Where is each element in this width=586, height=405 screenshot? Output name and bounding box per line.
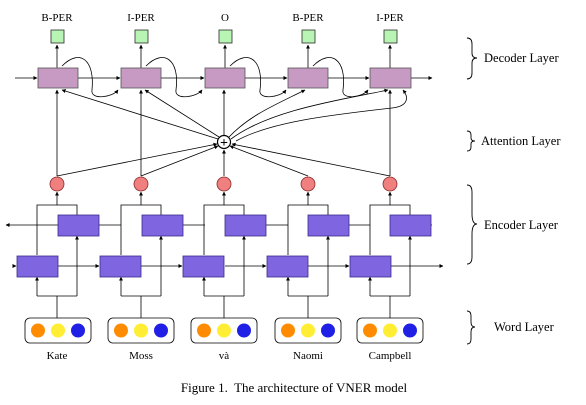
input-word: và <box>219 350 230 362</box>
attention-layer-label: Attention Layer <box>481 134 561 148</box>
encoder-brace <box>466 184 478 265</box>
decoder-cell <box>204 67 246 89</box>
encoder-backward-cell <box>141 214 184 237</box>
output-tag-label: B-PER <box>292 12 324 24</box>
encoder-output-node <box>49 176 65 192</box>
decoder-brace <box>466 37 478 80</box>
output-tag-label: O <box>221 12 229 24</box>
encoder-output-node <box>133 176 149 192</box>
output-tag-label: I-PER <box>376 12 404 24</box>
layer-braces <box>466 37 478 345</box>
output-tag-box <box>218 29 233 44</box>
word-embedding <box>190 317 258 344</box>
decoder-cells <box>37 67 412 89</box>
decoder-layer-label: Decoder Layer <box>484 51 559 65</box>
output-tag-box <box>134 29 149 44</box>
encoder-forward-cells <box>16 255 392 278</box>
encoder-output-node <box>300 176 316 192</box>
word-embedding <box>107 317 175 344</box>
input-word: Moss <box>129 350 153 362</box>
attention-brace <box>466 130 476 152</box>
encoder-backward-cell <box>224 214 267 237</box>
encoder-forward-cell <box>182 255 225 278</box>
decoder-output-arrows <box>55 44 392 68</box>
encoder-forward-cell <box>16 255 59 278</box>
word-layer-label: Word Layer <box>494 320 555 334</box>
input-word: Campbell <box>369 350 412 362</box>
encoder-output-node <box>216 176 232 192</box>
output-tag-box <box>50 29 65 44</box>
encoder-backward-cells <box>57 214 432 237</box>
encoder-forward-cell <box>266 255 309 278</box>
output-tag-label: B-PER <box>41 12 73 24</box>
output-tag-box <box>383 29 398 44</box>
word-embedding <box>274 317 342 344</box>
encoder-to-attention-lines <box>56 142 391 177</box>
encoder-to-decoder-lines <box>55 89 392 176</box>
encoder-output-nodes <box>49 176 398 192</box>
encoder-backward-cell <box>57 214 100 237</box>
decoder-cell <box>120 67 162 89</box>
output-tag-boxes <box>50 29 398 44</box>
word-embedding <box>356 317 424 344</box>
input-word: Kate <box>47 350 68 362</box>
attention-to-decoder-arrows <box>61 88 407 142</box>
word-brace <box>466 310 476 345</box>
output-tag-label: I-PER <box>127 12 155 24</box>
encoder-backward-cell <box>307 214 350 237</box>
output-tag-box <box>301 29 316 44</box>
encoder-layer-label: Encoder Layer <box>484 218 559 232</box>
attention-symbol: + <box>220 136 228 151</box>
input-word: Naomi <box>293 350 323 362</box>
encoder-forward-cell <box>99 255 142 278</box>
attention-node: + <box>216 134 232 151</box>
encoder-output-node <box>382 176 398 192</box>
decoder-cell <box>369 67 412 89</box>
word-embeddings <box>24 317 424 344</box>
figure-caption: Figure 1. The architecture of VNER model <box>181 380 408 395</box>
word-embedding <box>24 317 92 344</box>
encoder-backward-cell <box>389 214 432 237</box>
decoder-cell <box>37 67 79 89</box>
encoder-forward-cell <box>349 255 392 278</box>
encoder-internal-lines <box>35 191 412 318</box>
decoder-cell <box>287 67 329 89</box>
